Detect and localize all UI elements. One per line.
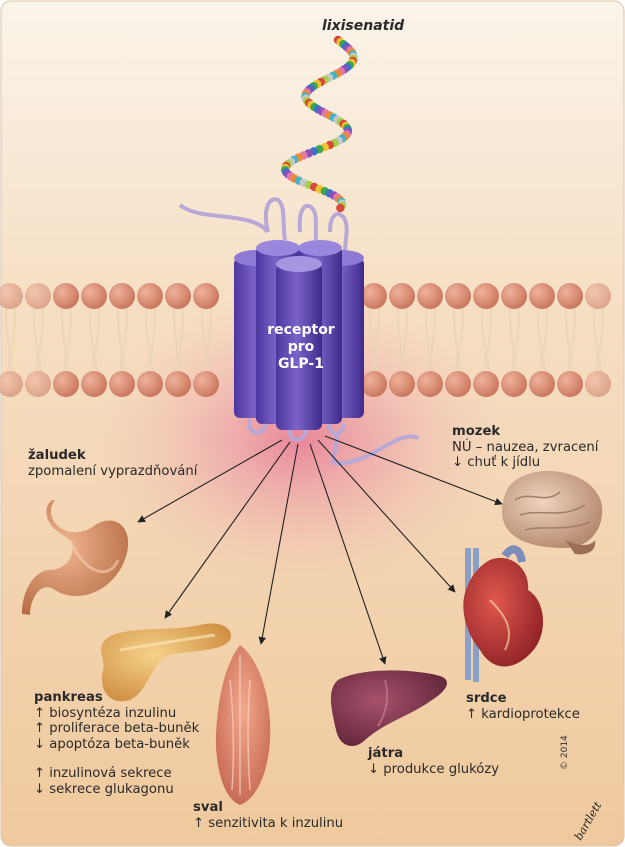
lipid-tail <box>537 305 548 373</box>
lipid-tail <box>33 305 44 373</box>
lipid-tail <box>593 305 604 373</box>
lipid-head <box>389 283 415 309</box>
lipid-head <box>501 371 527 397</box>
pancreas-illustration <box>101 623 231 702</box>
cell-membrane <box>0 283 611 397</box>
lipid-head <box>137 371 163 397</box>
liver-label: játra ↓ produkce glukózy <box>368 746 499 777</box>
lipid-head <box>445 371 471 397</box>
heart-effect: ↑ kardioprotekce <box>466 706 580 722</box>
lipid-tail <box>565 305 576 373</box>
heart-illustration <box>463 545 544 682</box>
pancreas-effect: ↓ apoptóza beta-buněk <box>34 736 190 752</box>
lipid-head <box>53 371 79 397</box>
lipid-head <box>25 371 51 397</box>
lipid-head <box>361 283 387 309</box>
lipid-head <box>389 371 415 397</box>
stomach-illustration <box>22 500 129 615</box>
receptor-label-line: receptor <box>267 322 335 338</box>
brain-title: mozek <box>452 424 501 439</box>
receptor-label: receptor pro GLP-1 <box>255 322 347 373</box>
lipid-tail <box>397 305 408 373</box>
muscle-effect: ↑ senzitivita k inzulinu <box>193 815 344 831</box>
receptor-label-line: GLP-1 <box>278 356 324 372</box>
lipid-head <box>165 283 191 309</box>
lipid-head <box>585 283 611 309</box>
heart-label: srdce ↑ kardioprotekce <box>466 691 580 722</box>
pancreas-effect: ↑ inzulinová sekrece <box>34 766 172 781</box>
lipid-head <box>417 283 443 309</box>
lipid-head <box>417 371 443 397</box>
lipid-tail <box>369 305 380 373</box>
lipid-head <box>473 371 499 397</box>
glp1-receptor <box>178 197 419 466</box>
liver-title: játra <box>368 746 404 761</box>
pancreas-title: pankreas <box>34 690 103 705</box>
stomach-effect: zpomalení vyprazdňování <box>28 463 198 479</box>
arrow-to-pancreas <box>164 441 291 619</box>
copyright-note: © 2014 <box>560 735 570 770</box>
lipid-tail <box>425 305 436 373</box>
arrow-to-brain <box>324 435 503 506</box>
lipid-head <box>501 283 527 309</box>
lipid-head <box>445 283 471 309</box>
lipid-tail <box>453 305 464 373</box>
stomach-label: žaludek zpomalení vyprazdňování <box>28 448 197 479</box>
lipid-tail <box>173 305 184 373</box>
lipid-head <box>109 371 135 397</box>
pancreas-effect: ↑ proliferace beta-buněk <box>34 721 200 736</box>
lipid-head <box>529 283 555 309</box>
lipid-head <box>0 283 23 309</box>
lipid-tail <box>61 305 72 373</box>
lipid-tail <box>201 305 212 373</box>
lipid-head <box>25 283 51 309</box>
pancreas-effect: ↑ biosyntéza inzulinu <box>34 705 177 721</box>
brain-effect: ↓ chuť k jídlu <box>452 455 541 470</box>
brain-effect: NÚ – nauzea, zvracení <box>452 439 599 455</box>
lipid-head <box>585 371 611 397</box>
muscle-title: sval <box>193 800 223 815</box>
lipid-head <box>473 283 499 309</box>
lipid-head <box>361 371 387 397</box>
lipid-tail <box>145 305 156 373</box>
lipid-head <box>81 283 107 309</box>
arrow-to-muscle <box>258 443 299 645</box>
heart-title: srdce <box>466 691 507 706</box>
receptor-label-line: pro <box>287 339 315 355</box>
lipid-tail <box>481 305 492 373</box>
lipid-tail <box>509 305 520 373</box>
muscle-illustration <box>215 645 271 805</box>
brain-illustration <box>501 470 603 555</box>
lipid-head <box>0 371 23 397</box>
lipid-head <box>81 371 107 397</box>
drug-label: lixisenatid <box>322 18 405 34</box>
lipid-head <box>109 283 135 309</box>
lipid-tail <box>5 305 16 373</box>
lipid-head <box>557 371 583 397</box>
muscle-label: sval ↑ senzitivita k inzulinu <box>193 800 343 831</box>
lipid-head <box>557 283 583 309</box>
pancreas-effect: ↓ sekrece glukagonu <box>34 781 174 797</box>
lipid-head <box>53 283 79 309</box>
lipid-head <box>193 283 219 309</box>
lipid-head <box>165 371 191 397</box>
lipid-tail <box>89 305 100 373</box>
lipid-tail <box>117 305 128 373</box>
arrow-to-heart <box>317 439 456 593</box>
effect-arrows <box>137 435 503 665</box>
arrow-to-liver <box>309 443 387 665</box>
amino-acid-bead <box>336 203 345 213</box>
lipid-head <box>529 371 555 397</box>
lipid-head <box>137 283 163 309</box>
lipid-head <box>193 371 219 397</box>
arrow-to-stomach <box>137 439 283 523</box>
brain-label: mozek NÚ – nauzea, zvracení ↓ chuť k jíd… <box>452 424 598 471</box>
pancreas-label: pankreas ↑ biosyntéza inzulinu ↑ prolife… <box>34 690 199 797</box>
lixisenatide-peptide-chain <box>281 35 358 213</box>
stomach-title: žaludek <box>28 448 86 463</box>
liver-effect: ↓ produkce glukózy <box>368 761 500 777</box>
liver-illustration <box>330 670 447 746</box>
